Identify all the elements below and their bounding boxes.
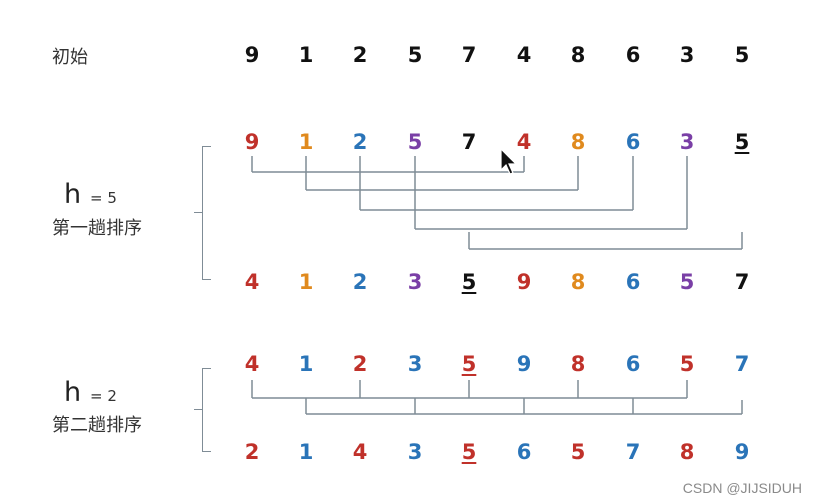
pass2-before-row-cell: 9 xyxy=(516,352,532,376)
pass1-before-row-cell: 6 xyxy=(625,130,641,154)
initial-row-cell: 1 xyxy=(298,43,314,67)
initial-row-cell: 4 xyxy=(516,43,532,67)
pass2-after-row-cell: 1 xyxy=(298,440,314,464)
pass2-before-row-cell: 4 xyxy=(244,352,260,376)
pass2-before-row-cell: 8 xyxy=(570,352,586,376)
initial-row-cell: 6 xyxy=(625,43,641,67)
pass1-after-row-cell: 1 xyxy=(298,270,314,294)
pass1-h-symbol: h xyxy=(64,179,82,210)
initial-row-cell: 5 xyxy=(407,43,423,67)
pass2-after-row-cell: 5 xyxy=(570,440,586,464)
pass1-before-row-cell: 9 xyxy=(244,130,260,154)
pass1-before-row-cell: 7 xyxy=(461,130,477,154)
pass1-before-row-cell: 5 xyxy=(734,130,750,154)
pass2-after-row-cell: 5 xyxy=(461,440,477,464)
pass2-after-row-cell: 8 xyxy=(679,440,695,464)
pass2-before-row-cell: 7 xyxy=(734,352,750,376)
pass2-before-row-cell: 6 xyxy=(625,352,641,376)
pass2-after-row-cell: 2 xyxy=(244,440,260,464)
pass1-before-row-cell: 4 xyxy=(516,130,532,154)
initial-row-cell: 2 xyxy=(352,43,368,67)
pass1-after-row-cell: 7 xyxy=(734,270,750,294)
pass2-after-row-cell: 6 xyxy=(516,440,532,464)
pass2-h-value: = 2 xyxy=(90,387,117,405)
pass2-before-row-cell: 2 xyxy=(352,352,368,376)
initial-row-cell: 8 xyxy=(570,43,586,67)
pass1-after-row-cell: 6 xyxy=(625,270,641,294)
pass1-after-row-cell: 5 xyxy=(679,270,695,294)
initial-row-cell: 5 xyxy=(734,43,750,67)
initial-row-cell: 9 xyxy=(244,43,260,67)
pass1-before-row-cell: 2 xyxy=(352,130,368,154)
pass1-before-row-cell: 8 xyxy=(570,130,586,154)
pass2-after-row-cell: 4 xyxy=(352,440,368,464)
pass1-before-row-cell: 1 xyxy=(298,130,314,154)
pass1-brace xyxy=(202,146,213,280)
pass1-before-row-cell: 5 xyxy=(407,130,423,154)
pass1-brace-tip xyxy=(194,212,202,213)
pass1-name-label: 第一趟排序 xyxy=(52,218,142,239)
pass1-after-row-cell: 4 xyxy=(244,270,260,294)
pass1-after-row-cell: 2 xyxy=(352,270,368,294)
pass1-after-row-cell: 5 xyxy=(461,270,477,294)
pass2-brace-tip xyxy=(194,409,202,410)
pass1-after-row-cell: 3 xyxy=(407,270,423,294)
initial-row-cell: 7 xyxy=(461,43,477,67)
pass1-h-value: = 5 xyxy=(90,189,117,207)
pass2-before-row-cell: 3 xyxy=(407,352,423,376)
pass1-after-row-cell: 9 xyxy=(516,270,532,294)
pass1-before-row-cell: 3 xyxy=(679,130,695,154)
pass2-after-row-cell: 9 xyxy=(734,440,750,464)
pass1-after-row-cell: 8 xyxy=(570,270,586,294)
pass2-name-label: 第二趟排序 xyxy=(52,415,142,436)
initial-label: 初始 xyxy=(52,47,88,68)
pass2-before-row-cell: 1 xyxy=(298,352,314,376)
watermark: CSDN @JIJSIDUH xyxy=(682,480,802,496)
pass2-brace xyxy=(202,368,213,452)
pass2-after-row-cell: 3 xyxy=(407,440,423,464)
pass2-before-row-cell: 5 xyxy=(679,352,695,376)
mouse-cursor-icon xyxy=(500,148,518,175)
pass2-before-row-cell: 5 xyxy=(461,352,477,376)
pass2-after-row-cell: 7 xyxy=(625,440,641,464)
initial-row-cell: 3 xyxy=(679,43,695,67)
pass2-h-symbol: h xyxy=(64,377,82,408)
